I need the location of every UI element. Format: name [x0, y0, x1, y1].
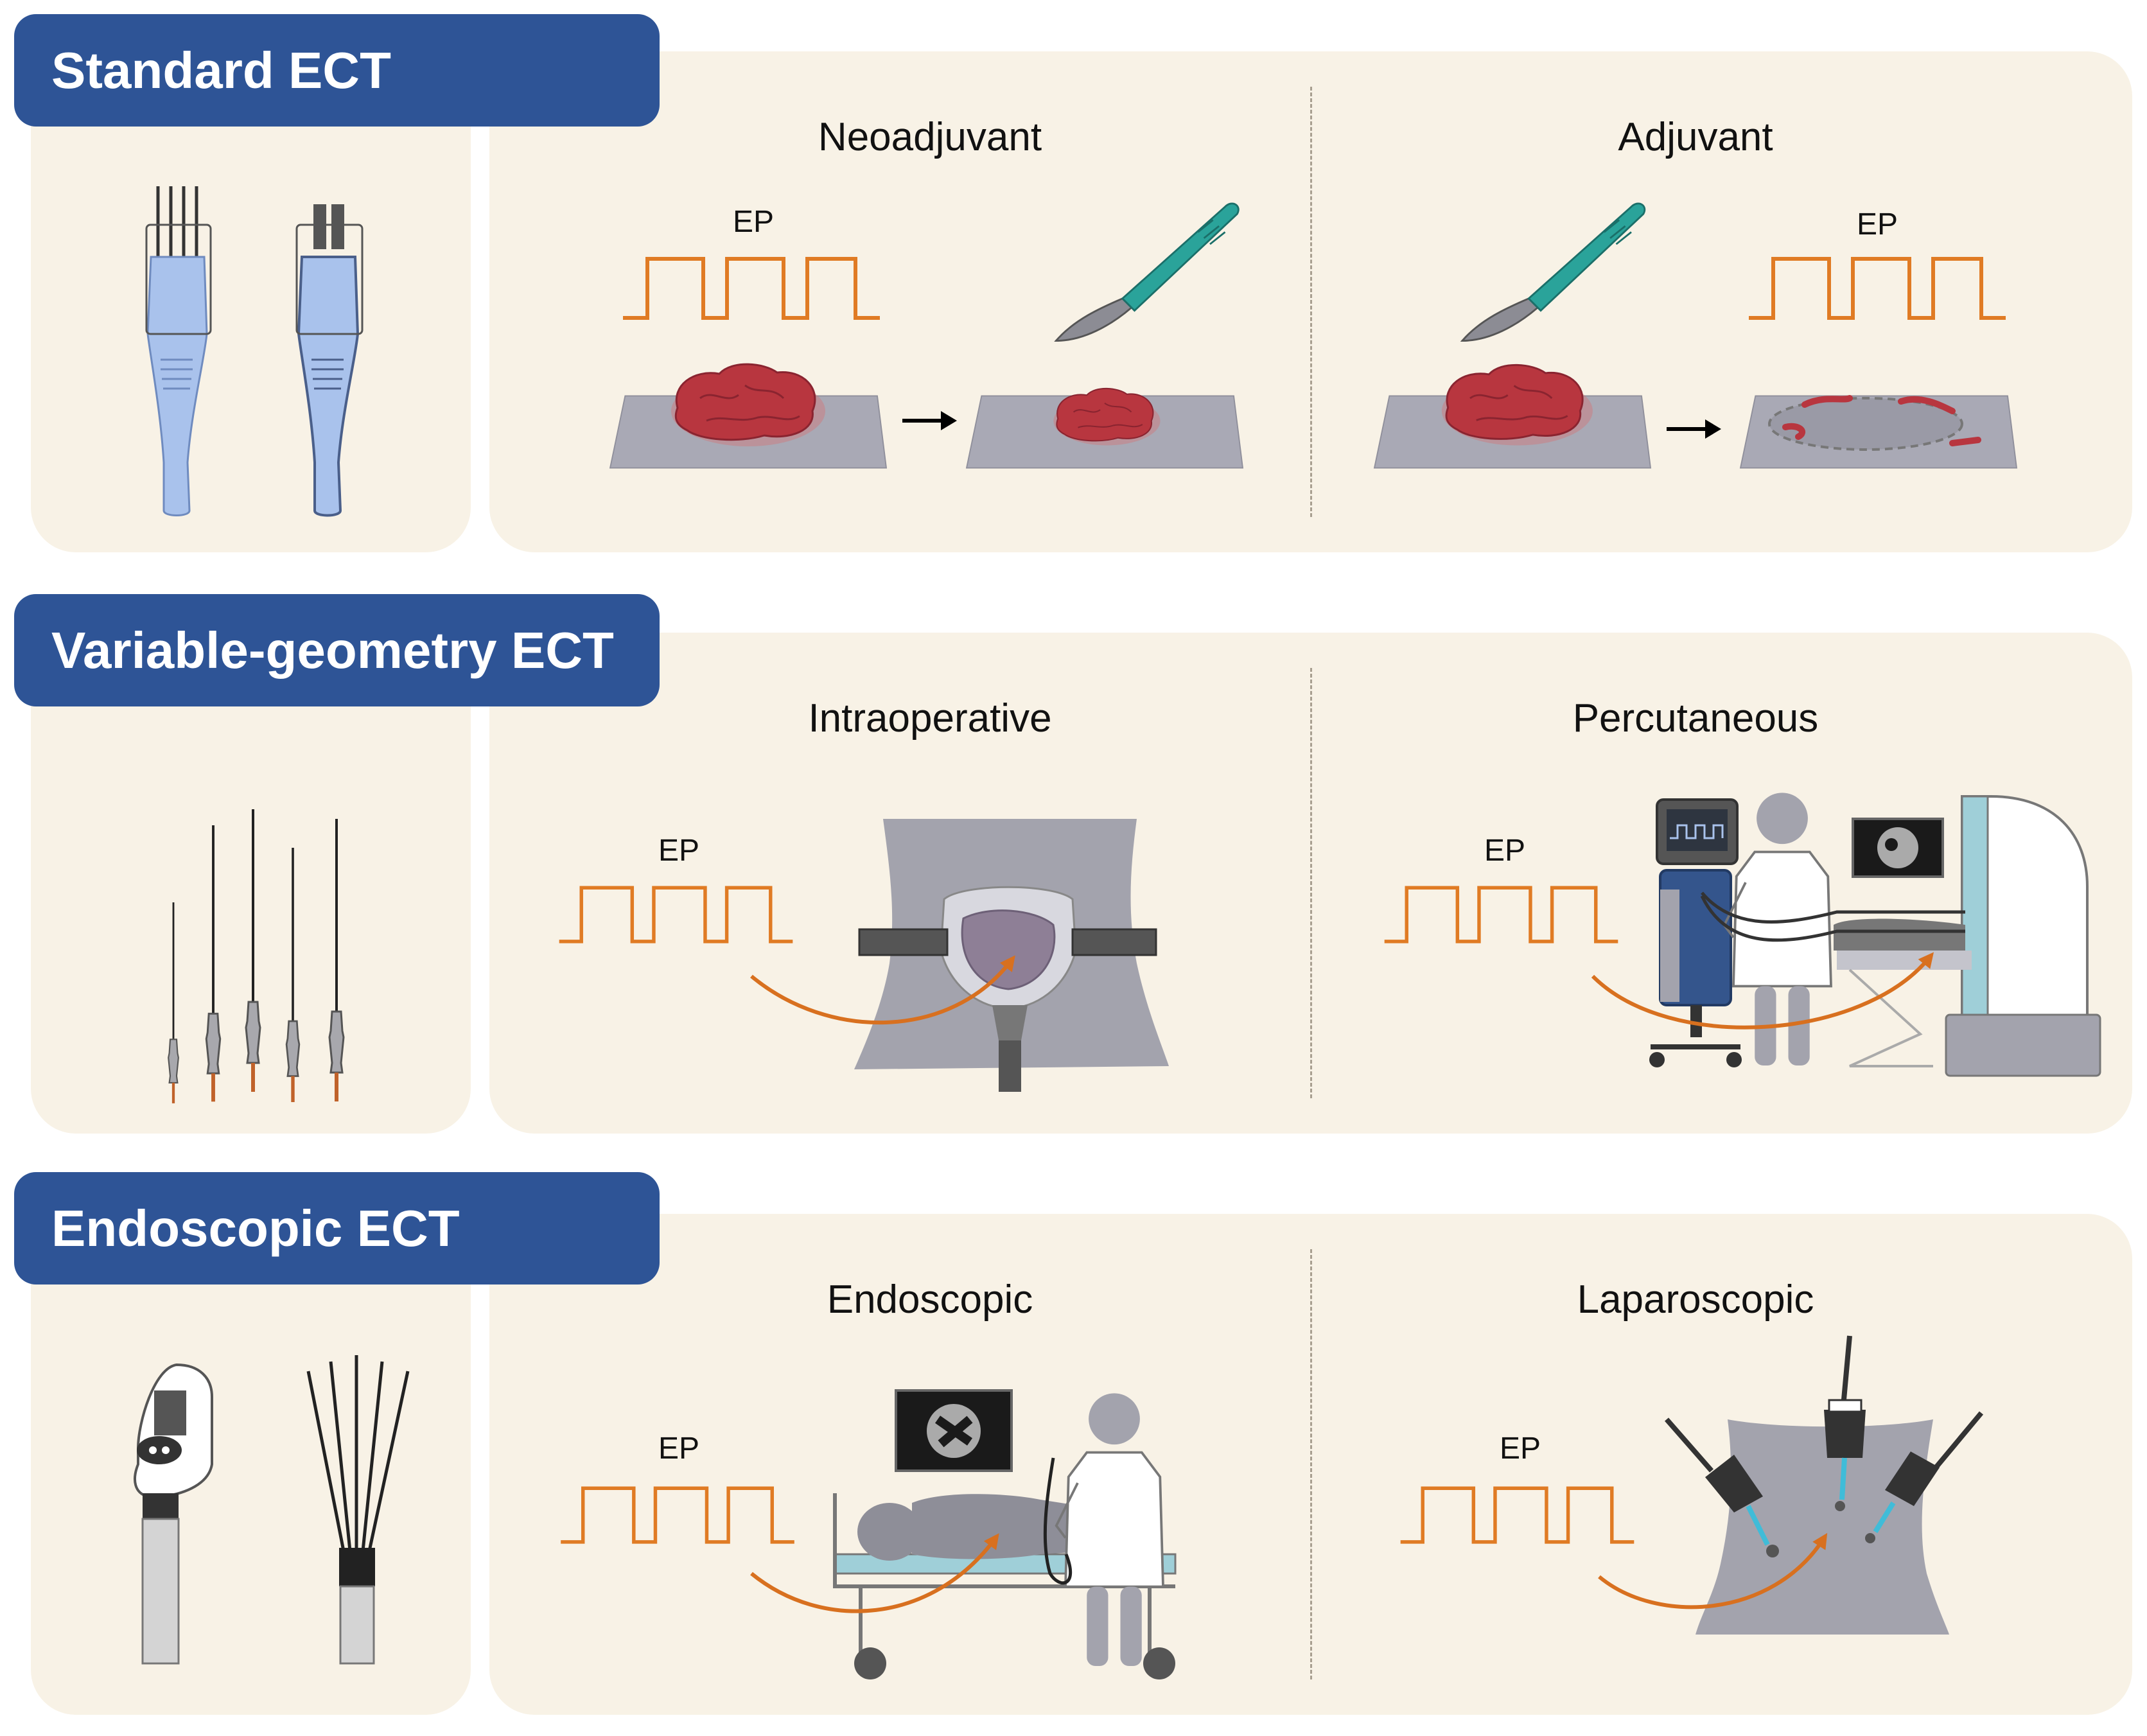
delivery-arrow-intraoperative: [750, 955, 1015, 1025]
pulse-wave-endoscopic: [561, 1488, 794, 1542]
ep-label-neoadjuvant: EP: [732, 205, 775, 239]
tumor-small-icon: [1053, 387, 1161, 446]
section-3-device-panel: [31, 1214, 471, 1715]
ep-label-endoscopic: EP: [658, 1432, 700, 1466]
section-title-variable-geometry-ect: Variable-geometry ECT: [14, 594, 660, 706]
doctor-icon-2: [1056, 1393, 1163, 1666]
arrow-right-icon: [902, 411, 957, 430]
ep-label-intraoperative: EP: [658, 834, 700, 868]
endoscopic-electrode-icon: [134, 1363, 213, 1665]
expandable-electrode-icon: [306, 1355, 410, 1665]
pulse-wave-laparoscopic: [1401, 1488, 1634, 1542]
needle-electrode-icon: [145, 186, 212, 516]
label-percutaneous: Percutaneous: [1572, 696, 1819, 741]
ep-label-laparoscopic: EP: [1499, 1432, 1541, 1466]
plate-electrode-icon: [295, 204, 364, 517]
tumor-icon: [670, 363, 827, 448]
pulse-wave-neoadjuvant: [623, 259, 880, 318]
label-endoscopic: Endoscopic: [827, 1277, 1033, 1322]
label-laparoscopic: Laparoscopic: [1577, 1277, 1814, 1322]
tumor-icon-2: [1441, 364, 1594, 447]
long-needle-electrodes-icon: [168, 809, 344, 1103]
section-2-divider: [1310, 668, 1312, 1098]
scalpel-icon: [1055, 202, 1240, 342]
label-adjuvant: Adjuvant: [1618, 115, 1773, 159]
endoscope-cable-icon: [1043, 1457, 1073, 1585]
section-1-divider: [1310, 87, 1312, 517]
laparoscopic-ports-icon: [1664, 1335, 1984, 1635]
section-title-endoscopic-ect: Endoscopic ECT: [14, 1172, 660, 1284]
delivery-arrow-percutaneous: [1591, 952, 1934, 1030]
ct-scanner-icon: [1700, 795, 2101, 1077]
section-1-device-panel: [31, 51, 471, 552]
open-abdomen-icon: [854, 819, 1169, 1092]
section-3-divider: [1310, 1249, 1312, 1679]
delivery-arrow-laparoscopic: [1598, 1532, 1828, 1609]
pulse-wave-intraoperative: [559, 888, 793, 942]
pulse-wave-percutaneous: [1385, 888, 1618, 942]
patient-bed-icon: [833, 1493, 1177, 1679]
endoscopy-monitor-icon: [895, 1389, 1013, 1472]
label-neoadjuvant: Neoadjuvant: [818, 115, 1042, 159]
pulse-wave-adjuvant: [1749, 259, 2006, 318]
section-title-standard-ect: Standard ECT: [14, 14, 660, 127]
delivery-arrow-endoscopic: [750, 1533, 999, 1613]
ep-label-percutaneous: EP: [1484, 834, 1526, 868]
resection-cavity-icon: [1768, 395, 1981, 451]
arrow-right-icon-2: [1667, 419, 1721, 439]
label-intraoperative: Intraoperative: [808, 696, 1052, 741]
scalpel-icon-2: [1461, 202, 1646, 342]
ep-label-adjuvant: EP: [1856, 207, 1898, 241]
